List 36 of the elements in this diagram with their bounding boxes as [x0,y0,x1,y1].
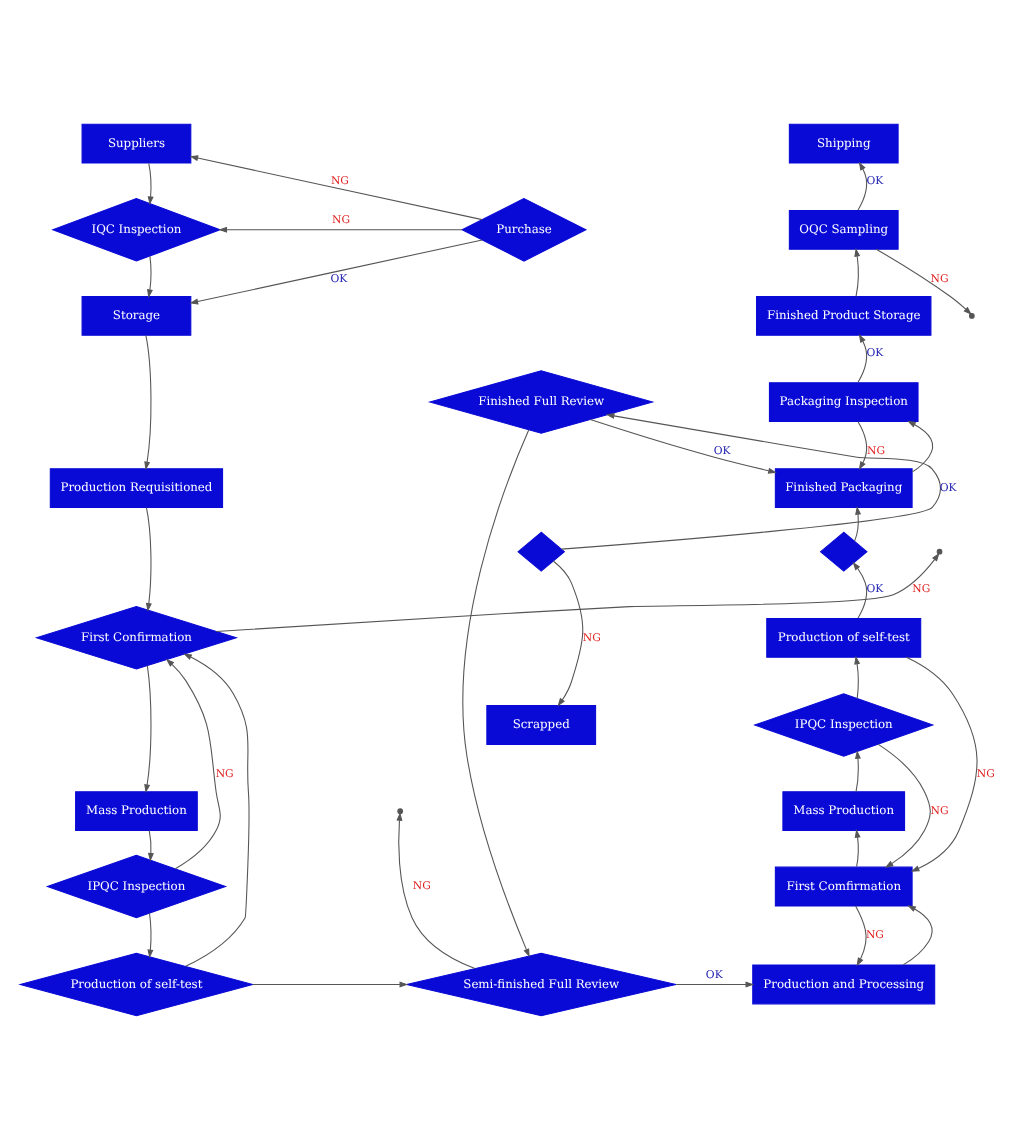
arrow [854,655,861,699]
arrow [905,656,978,872]
arrow [852,561,868,619]
arrow [675,981,755,988]
arrow [252,981,409,988]
arrow [189,239,483,305]
arrow [462,429,530,958]
arrow [875,248,972,315]
arrow [857,421,868,471]
arrow [854,750,861,793]
arrow [907,420,934,473]
arrow [589,419,777,474]
arrow [854,829,861,868]
arrow [183,653,250,967]
arrow [560,413,942,550]
arrow [218,226,463,233]
arrow [552,560,584,707]
arrow [877,743,931,868]
arrow [215,552,940,632]
arrow [854,247,861,297]
arrow [144,665,152,794]
arrow [857,334,868,383]
arrow [147,830,154,862]
arrow [857,161,868,211]
arrow [902,905,933,966]
arrow [189,155,483,221]
arrow [854,506,862,542]
arrow [145,507,152,612]
arrow [146,255,153,298]
node-diamond [517,531,566,572]
arrow [396,812,476,970]
arrow [147,162,154,206]
arrow [165,658,221,870]
arrow [147,912,154,959]
arrow [144,335,152,471]
arrow [855,905,867,967]
